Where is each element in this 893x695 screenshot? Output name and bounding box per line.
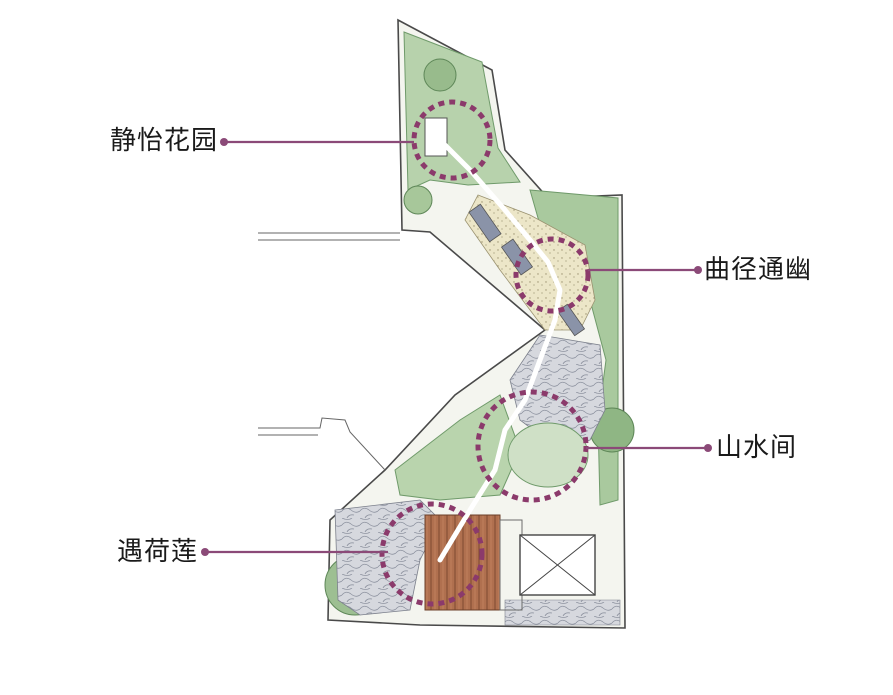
marker-winding-path [513, 236, 591, 314]
garden-table [424, 117, 448, 157]
callout-dot-winding-path [694, 266, 702, 274]
adjacent-wall-upper [258, 232, 400, 241]
label-lotus-meeting: 遇荷莲 [117, 537, 199, 567]
greenery-middle [394, 394, 521, 501]
label-winding-path: 曲径通幽 [704, 255, 813, 285]
adjacent-wall-lower [258, 417, 386, 471]
callout-dot-mountain-water [704, 444, 712, 452]
callout-dot-lotus-meeting [201, 548, 209, 556]
stepping-stone [468, 203, 502, 243]
stone-paving-south [334, 499, 441, 616]
marker-quiet-garden [411, 99, 493, 181]
pond [507, 422, 589, 488]
callout-dot-quiet-garden [220, 138, 228, 146]
marker-lotus-meeting [379, 501, 485, 607]
marker-mountain-water [475, 389, 589, 503]
shrub-north [423, 58, 457, 92]
shrub-northwest [403, 185, 433, 215]
label-mountain-water: 山水间 [716, 433, 798, 463]
gravel-south [504, 599, 621, 626]
label-quiet-garden: 静怡花园 [110, 126, 219, 156]
circulation-path [437, 137, 563, 563]
